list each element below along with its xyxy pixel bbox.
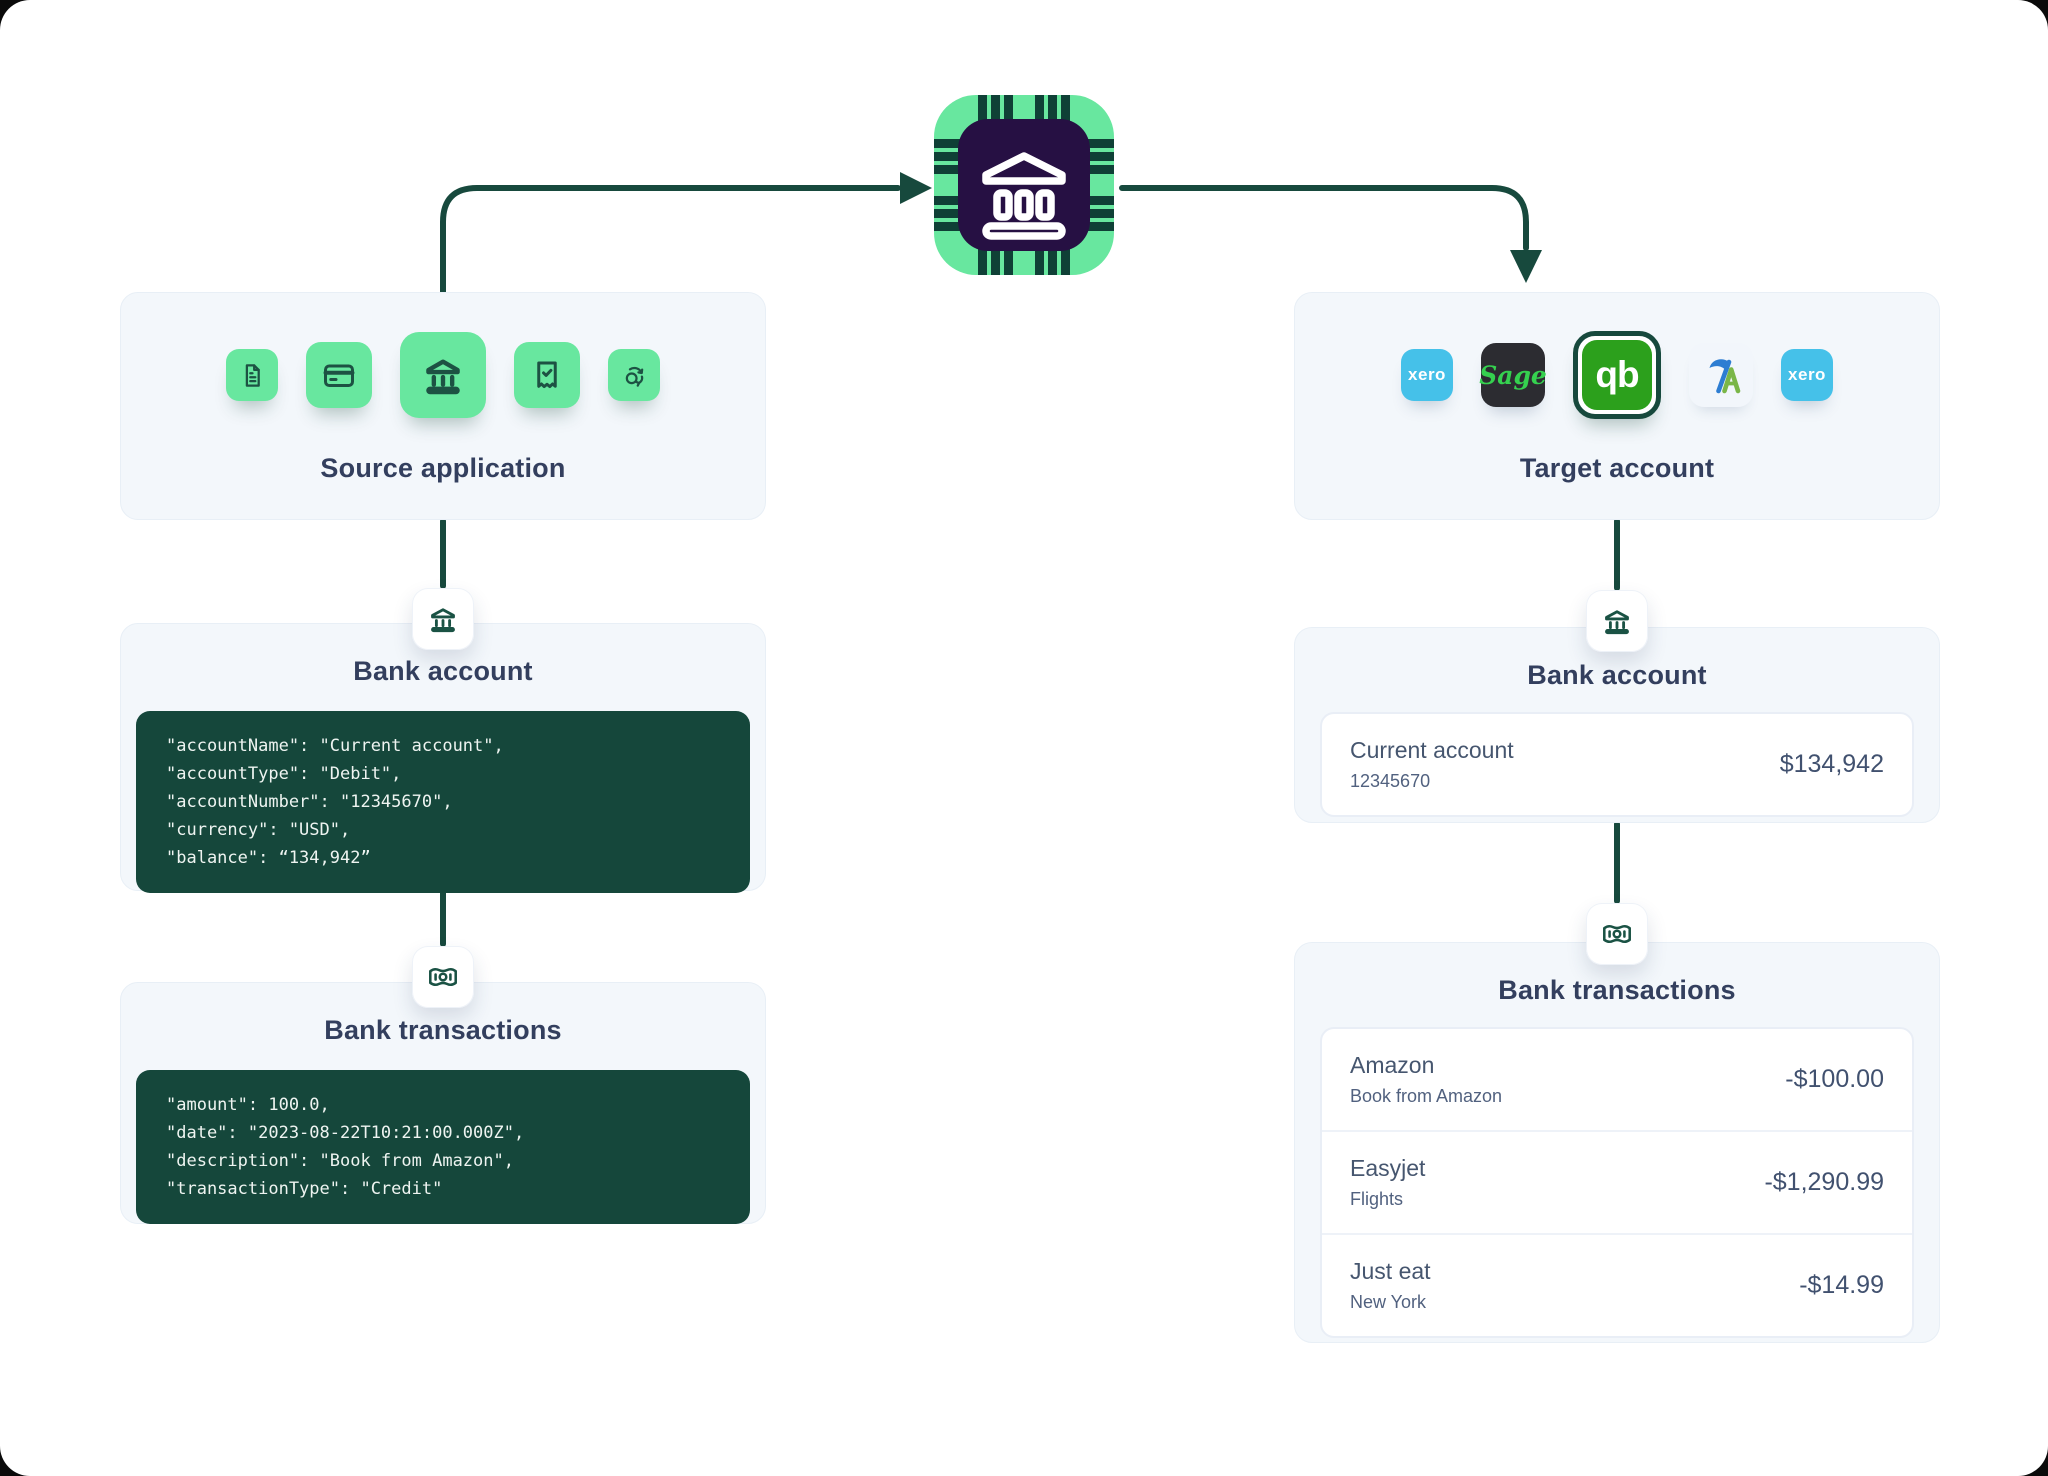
bank-icon [431,608,455,633]
target-bank-transactions-card: Bank transactions Amazon Book from Amazo… [1294,942,1940,1343]
code-line: "accountName": "Current account", [166,736,504,756]
code-line: "amount": 100.0, [166,1095,330,1115]
source-app-tile-credit-card [306,342,372,408]
source-app-tile-sync [608,349,660,401]
account-balance: $134,942 [1779,750,1884,778]
transaction-amount: -$100.00 [1785,1065,1884,1093]
source-app-tile-document [226,349,278,401]
app-tile-sage: Sage [1479,343,1547,407]
account-name: Current account [1350,737,1514,763]
freeagent-icon [1709,359,1741,394]
target-app-icon-row: xero Sage qb xero [1401,331,1833,419]
account-row: Current account 12345670 $134,942 [1322,714,1912,815]
bank-chip-icon [934,95,1114,275]
sage-logo: Sage [1479,360,1547,390]
bank-transactions-title: Bank transactions [1498,975,1736,1005]
target-account-card: xero Sage qb xero Target account [1294,292,1940,520]
bank-icon [1605,610,1629,635]
arrowhead-down [1510,250,1542,283]
transaction-amount: -$14.99 [1799,1271,1884,1299]
bank-icon [982,152,1066,240]
source-app-tile-bank [400,332,486,418]
code-line: "accountType": "Debit", [166,764,402,784]
arrowhead-right [900,172,932,204]
transaction-name: Just eat [1350,1258,1431,1284]
account-summary-card: Current account 12345670 $134,942 [1320,712,1914,817]
code-line: "transactionType": "Credit" [166,1179,443,1199]
source-app-icon-row [226,331,660,419]
quickbooks-logo: qb [1582,340,1652,410]
app-tile-freeagent [1689,343,1753,407]
app-tile-quickbooks-selected: qb [1573,331,1661,419]
xero-logo: xero [1788,365,1826,384]
bank-icon [426,359,460,395]
transaction-amount: -$1,290.99 [1764,1168,1884,1196]
transactions-list: Amazon Book from Amazon -$100.00 Easyjet… [1320,1027,1914,1338]
app-tile-xero: xero [1781,349,1833,401]
bank-account-title: Bank account [353,656,533,686]
code-line: "currency": "USD", [166,820,351,840]
target-bank-account-card: Bank account Current account 12345670 $1… [1294,627,1940,823]
source-bank-transactions-card: Bank transactions "amount": 100.0, "date… [120,982,766,1224]
sync-icon [625,366,643,387]
banknote-icon-badge [1586,903,1648,965]
banknote-icon-badge [412,946,474,1008]
code-line: "description": "Book from Amazon", [166,1151,514,1171]
transaction-name: Amazon [1350,1052,1435,1078]
bank-transactions-title: Bank transactions [324,1015,562,1045]
bank-icon-badge [1586,590,1648,652]
document-icon [245,363,260,387]
banknote-icon [429,967,457,987]
integration-chip-icon [934,95,1114,275]
xero-logo: xero [1408,365,1446,384]
code-line: "accountNumber": "12345670", [166,792,453,812]
source-application-title: Source application [320,453,566,483]
code-line: "balance": “134,942” [166,848,371,868]
json-code-block: "amount": 100.0, "date": "2023-08-22T10:… [136,1070,750,1224]
transaction-name: Easyjet [1350,1155,1426,1181]
source-application-card: Source application [120,292,766,520]
bank-account-title: Bank account [1527,660,1707,690]
credit-card-icon [323,364,355,387]
app-tile-xero: xero [1401,349,1453,401]
banknote-icon [1603,924,1631,944]
source-bank-account-card: Bank account "accountName": "Current acc… [120,623,766,893]
source-app-tile-receipt [514,342,580,408]
transaction-row: Easyjet Flights -$1,290.99 [1322,1130,1912,1233]
bank-icon-badge [412,588,474,650]
transaction-description: New York [1350,1292,1427,1312]
transaction-description: Book from Amazon [1350,1086,1503,1106]
transaction-row: Just eat New York -$14.99 [1322,1233,1912,1336]
target-account-title: Target account [1519,453,1715,483]
transaction-description: Flights [1350,1189,1404,1209]
json-code-block: "accountName": "Current account", "accou… [136,711,750,893]
account-number: 12345670 [1350,771,1431,791]
code-line: "date": "2023-08-22T10:21:00.000Z", [166,1123,525,1143]
transaction-row: Amazon Book from Amazon -$100.00 [1322,1029,1912,1130]
receipt-check-icon [537,361,557,389]
